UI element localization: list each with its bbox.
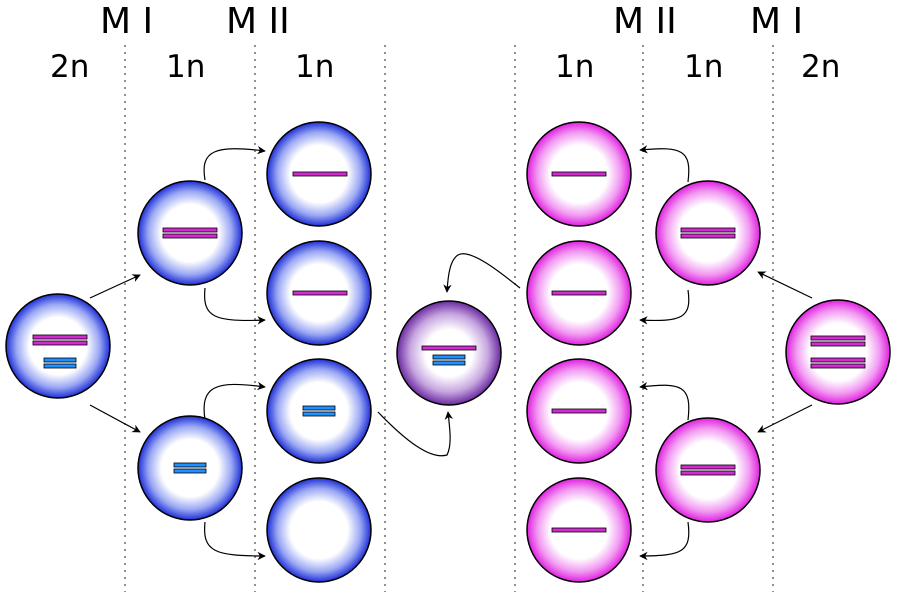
phase-label-mii-right: M II bbox=[613, 1, 677, 42]
arrow-pink-parent-to-mi-bottom bbox=[757, 404, 813, 433]
ploidy-label-col6: 2n bbox=[801, 49, 841, 85]
chromosome-magenta bbox=[551, 290, 607, 296]
cell-pink-mii-1 bbox=[526, 121, 632, 227]
cell-blue-mii-1 bbox=[266, 121, 372, 227]
phase-label-mi-right: M I bbox=[750, 1, 804, 42]
arrow-mi-top-to-mii-2 bbox=[204, 287, 266, 325]
cell-blue-mii-4 bbox=[266, 477, 372, 583]
chromosome-magenta bbox=[32, 334, 88, 340]
chromosome-blue bbox=[43, 357, 77, 363]
chromosome-magenta bbox=[551, 408, 607, 414]
arrows bbox=[89, 145, 813, 561]
arrow-mi-bottom-to-mii-4 bbox=[204, 521, 266, 561]
chromosome-magenta bbox=[680, 464, 736, 470]
chromosome-blue bbox=[432, 354, 466, 360]
arrow-parent-to-mi-top bbox=[89, 274, 141, 299]
cell-pink-mii-3 bbox=[526, 358, 632, 464]
chromosome-blue bbox=[302, 405, 336, 411]
cell-zygote bbox=[396, 300, 502, 406]
chromosome-magenta bbox=[292, 171, 348, 177]
cell-pink-mi-bottom bbox=[655, 417, 761, 523]
cell-pink-mii-4 bbox=[526, 477, 632, 583]
ploidy-label-col4: 1n bbox=[555, 49, 595, 85]
arrow-pink-mi-bottom-to-mii-4 bbox=[639, 521, 690, 561]
cell-blue-parent bbox=[5, 293, 111, 399]
arrow-parent-to-mi-bottom bbox=[89, 404, 141, 433]
chromosome-magenta bbox=[810, 341, 866, 347]
cell-pink-mi-top bbox=[655, 180, 761, 286]
cell-blue-mi-bottom bbox=[137, 415, 243, 521]
ploidy-label-col5: 1n bbox=[684, 49, 724, 85]
chromosome-magenta bbox=[810, 357, 866, 363]
chromosome-magenta bbox=[810, 335, 866, 341]
arrow-mi-bottom-to-mii-3 bbox=[203, 381, 266, 421]
chromosome-blue bbox=[43, 363, 77, 369]
chromosome-magenta bbox=[292, 290, 348, 296]
cell-blue-mi-top bbox=[137, 180, 243, 286]
ploidy-label-col2: 1n bbox=[166, 49, 206, 85]
arrow-pink-mi-bottom-to-mii-3 bbox=[639, 381, 690, 421]
chromosome-blue bbox=[173, 462, 207, 468]
arrow-pink-parent-to-mi-top bbox=[757, 271, 813, 299]
chromosome-magenta bbox=[551, 527, 607, 533]
chromosome-magenta bbox=[551, 171, 607, 177]
chromosome-magenta bbox=[680, 227, 736, 233]
cell-pink-parent bbox=[785, 299, 891, 405]
ploidy-label-col3: 1n bbox=[295, 49, 335, 85]
chromosome-blue bbox=[173, 468, 207, 474]
chromosome-magenta bbox=[162, 233, 218, 239]
ploidy-label-col1: 2n bbox=[50, 49, 90, 85]
chromosome-magenta bbox=[421, 345, 477, 351]
arrow-pink-mi-top-to-mii-1 bbox=[639, 145, 690, 183]
arrow-pink-mi-top-to-mii-2 bbox=[639, 289, 690, 325]
chromosome-blue bbox=[302, 411, 336, 417]
cell-blue-mii-2 bbox=[266, 240, 372, 346]
chromosome-magenta bbox=[32, 340, 88, 346]
cell-pink-mii-2 bbox=[526, 240, 632, 346]
arrow-pink-gamete-to-zygote bbox=[443, 253, 521, 293]
chromosome-magenta bbox=[162, 227, 218, 233]
phase-label-mii-left: M II bbox=[226, 1, 290, 42]
cell-blue-mii-3 bbox=[266, 358, 372, 464]
chromosome-magenta bbox=[680, 470, 736, 476]
arrow-mi-top-to-mii-1 bbox=[203, 145, 266, 181]
chromosome-magenta bbox=[680, 233, 736, 239]
arrow-blue-gamete-to-zygote bbox=[377, 411, 454, 457]
phase-label-mi-left: M I bbox=[100, 1, 154, 42]
chromosome-magenta bbox=[810, 363, 866, 369]
chromosome-blue bbox=[432, 360, 466, 366]
